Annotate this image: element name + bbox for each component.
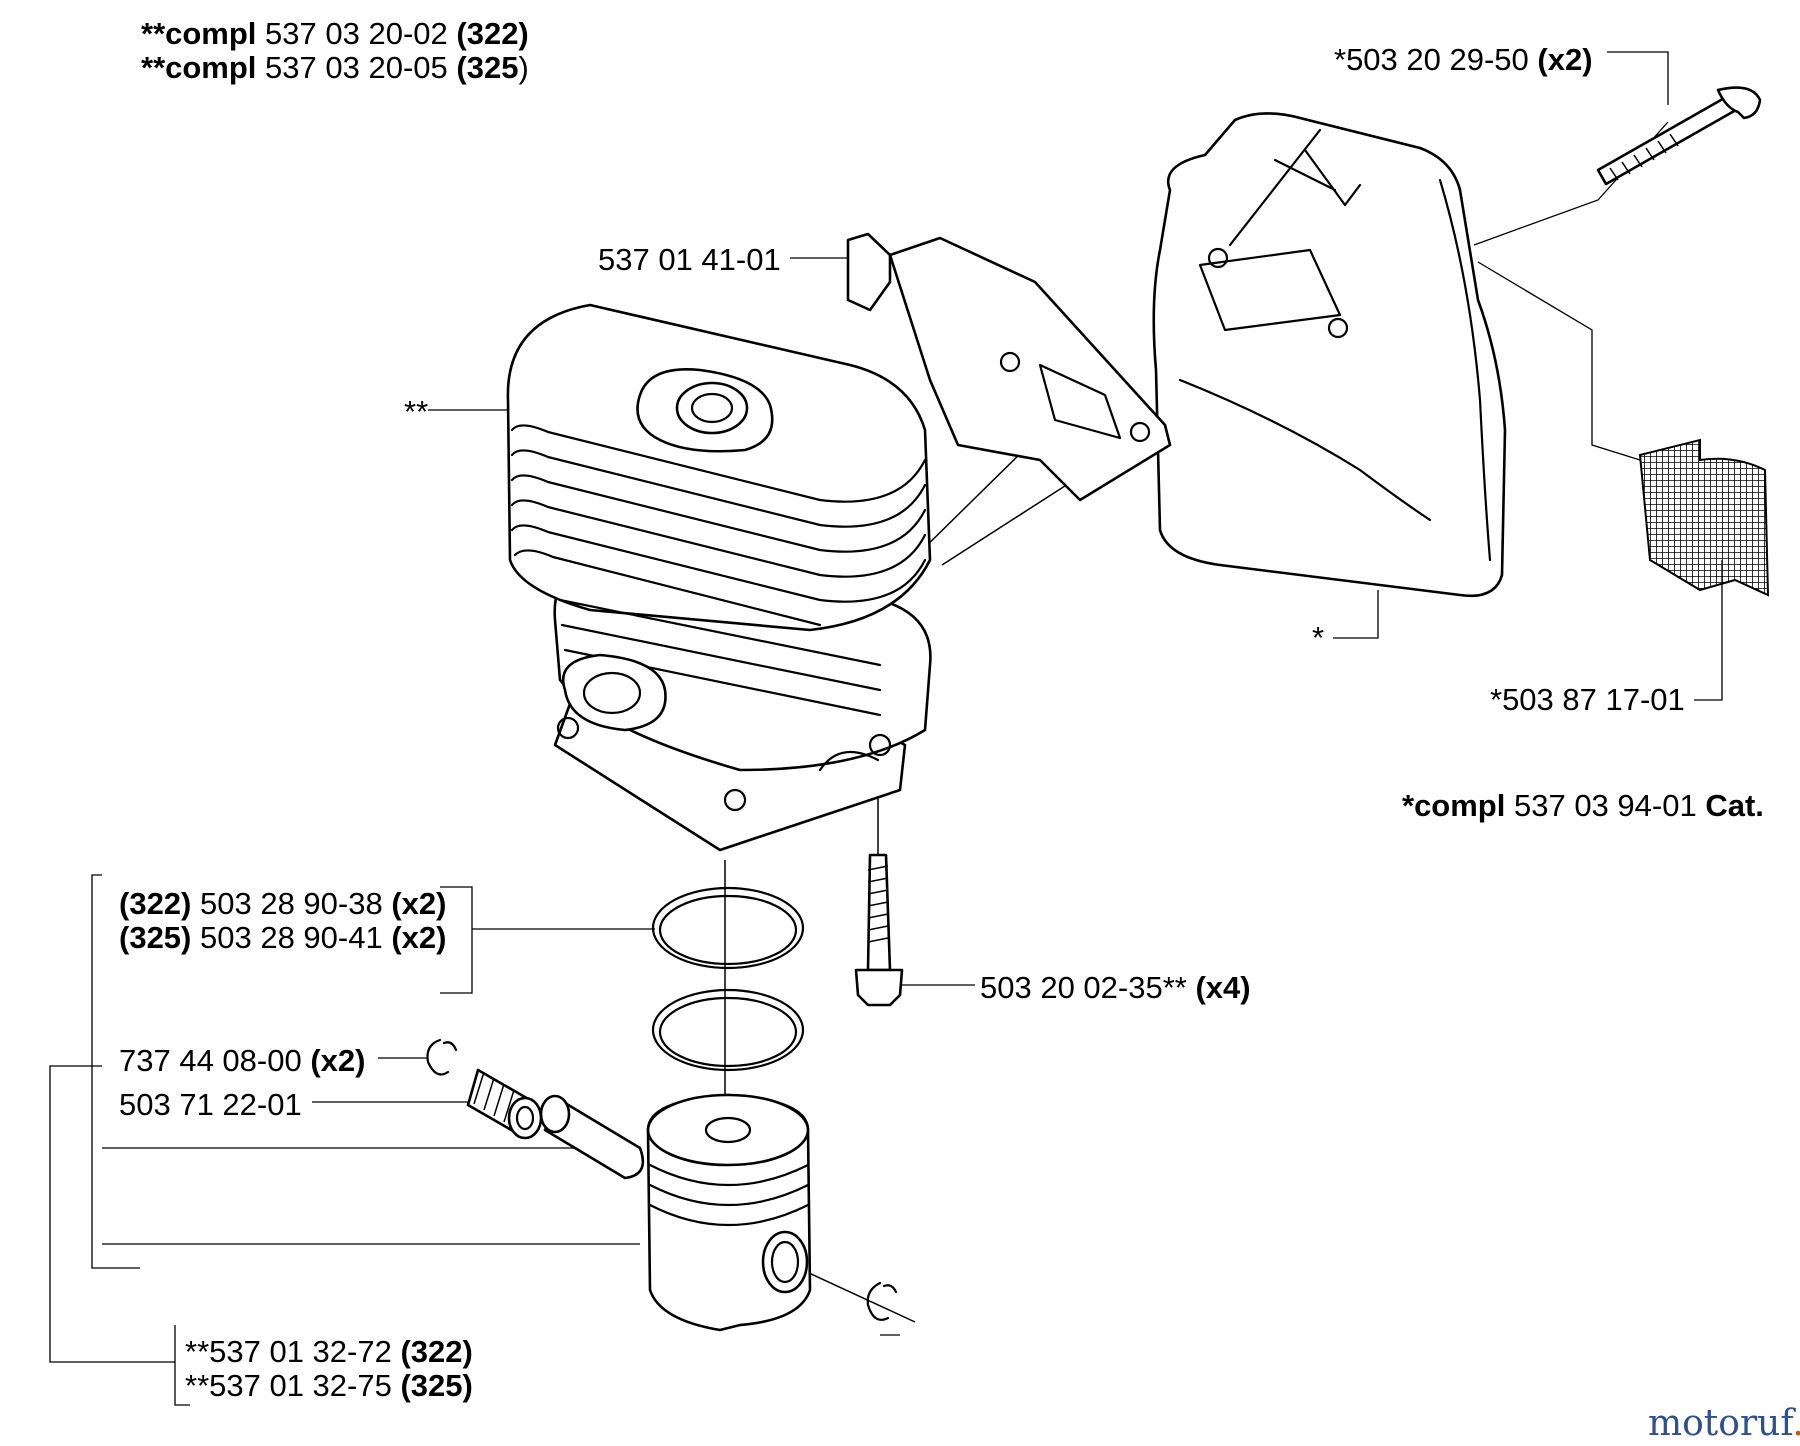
label-model: (325	[456, 50, 519, 85]
label-part-number: 503 28 90-41	[200, 920, 383, 955]
label-part-number: 537 03 20-05	[265, 50, 448, 85]
label-cylinder-compl-325: **compl 537 03 20-05 (325)	[141, 52, 529, 83]
label-muffler-compl: *compl 537 03 94-01 Cat.	[1402, 790, 1764, 821]
label-model: (322)	[456, 16, 529, 51]
label-model: (322)	[400, 1334, 473, 1369]
label-prefix: **compl	[141, 16, 257, 51]
label-asterisk-mark: **	[404, 394, 429, 429]
needle-bearing-drawing	[466, 1068, 543, 1140]
piston-pin-drawing	[539, 1094, 645, 1180]
label-suffix: Cat.	[1705, 788, 1764, 823]
label-part-number: 503 20 02-35**	[980, 970, 1187, 1005]
label-cylinder-marker: **	[404, 396, 428, 427]
label-part-number: 537 01 41-01	[598, 242, 781, 277]
label-piston-325: **537 01 32-75 (325)	[185, 1370, 473, 1401]
label-muffler-screw: *503 20 29-50 (x2)	[1334, 44, 1593, 75]
label-cylinder-screw: 503 20 02-35** (x4)	[980, 972, 1251, 1003]
muffler-screw-drawing	[1596, 86, 1762, 186]
watermark-main: motoruf	[1648, 1403, 1793, 1444]
label-quantity: (x2)	[310, 1043, 366, 1078]
label-quantity: (x2)	[391, 886, 447, 921]
label-cylinder-compl-322: **compl 537 03 20-02 (322)	[141, 18, 529, 49]
label-quantity: (x2)	[1537, 42, 1593, 77]
label-prefix: *compl	[1402, 788, 1506, 823]
label-muffler-marker: *	[1312, 622, 1324, 653]
piston-drawing	[646, 1093, 812, 1332]
label-close-paren: )	[518, 50, 529, 85]
label-part-number: *503 20 29-50	[1334, 42, 1529, 77]
spark-screen-drawing	[1638, 438, 1770, 597]
label-bracket: 537 01 41-01	[598, 244, 781, 275]
label-ring-322: (322) 503 28 90-38 (x2)	[119, 888, 446, 919]
label-part-number: 503 28 90-38	[200, 886, 383, 921]
label-spark-screen: *503 87 17-01	[1490, 684, 1685, 715]
circlips-drawing	[426, 1038, 898, 1321]
label-needle-bearing: 503 71 22-01	[119, 1089, 302, 1120]
label-part-number: 537 03 20-02	[265, 16, 448, 51]
label-model: (325)	[119, 920, 192, 955]
leader-lines	[49, 51, 1723, 1406]
label-quantity: (x4)	[1195, 970, 1251, 1005]
label-part-number: **537 01 32-72	[185, 1334, 392, 1369]
label-model: (322)	[119, 886, 192, 921]
piston-rings-drawing	[651, 886, 805, 1072]
label-part-number: **537 01 32-75	[185, 1368, 392, 1403]
label-quantity: (x2)	[391, 920, 447, 955]
label-ring-325: (325) 503 28 90-41 (x2)	[119, 922, 446, 953]
label-part-number: 503 71 22-01	[119, 1087, 302, 1122]
watermark-logo: motoruf.de	[1648, 1406, 1800, 1442]
label-circlip: 737 44 08-00 (x2)	[119, 1045, 365, 1076]
muffler-drawing	[1152, 112, 1507, 598]
cylinder-drawing	[506, 303, 932, 852]
watermark-dot: .	[1792, 1403, 1800, 1444]
label-prefix: **compl	[141, 50, 257, 85]
cylinder-screw-drawing	[854, 853, 904, 1007]
label-part-number: 737 44 08-00	[119, 1043, 302, 1078]
label-part-number: *503 87 17-01	[1490, 682, 1685, 717]
label-part-number: 537 03 94-01	[1513, 788, 1697, 823]
label-asterisk-mark: *	[1312, 620, 1325, 655]
heat-shield-bracket-drawing	[846, 232, 1172, 502]
label-piston-322: **537 01 32-72 (322)	[185, 1336, 473, 1367]
label-model: (325)	[400, 1368, 473, 1403]
